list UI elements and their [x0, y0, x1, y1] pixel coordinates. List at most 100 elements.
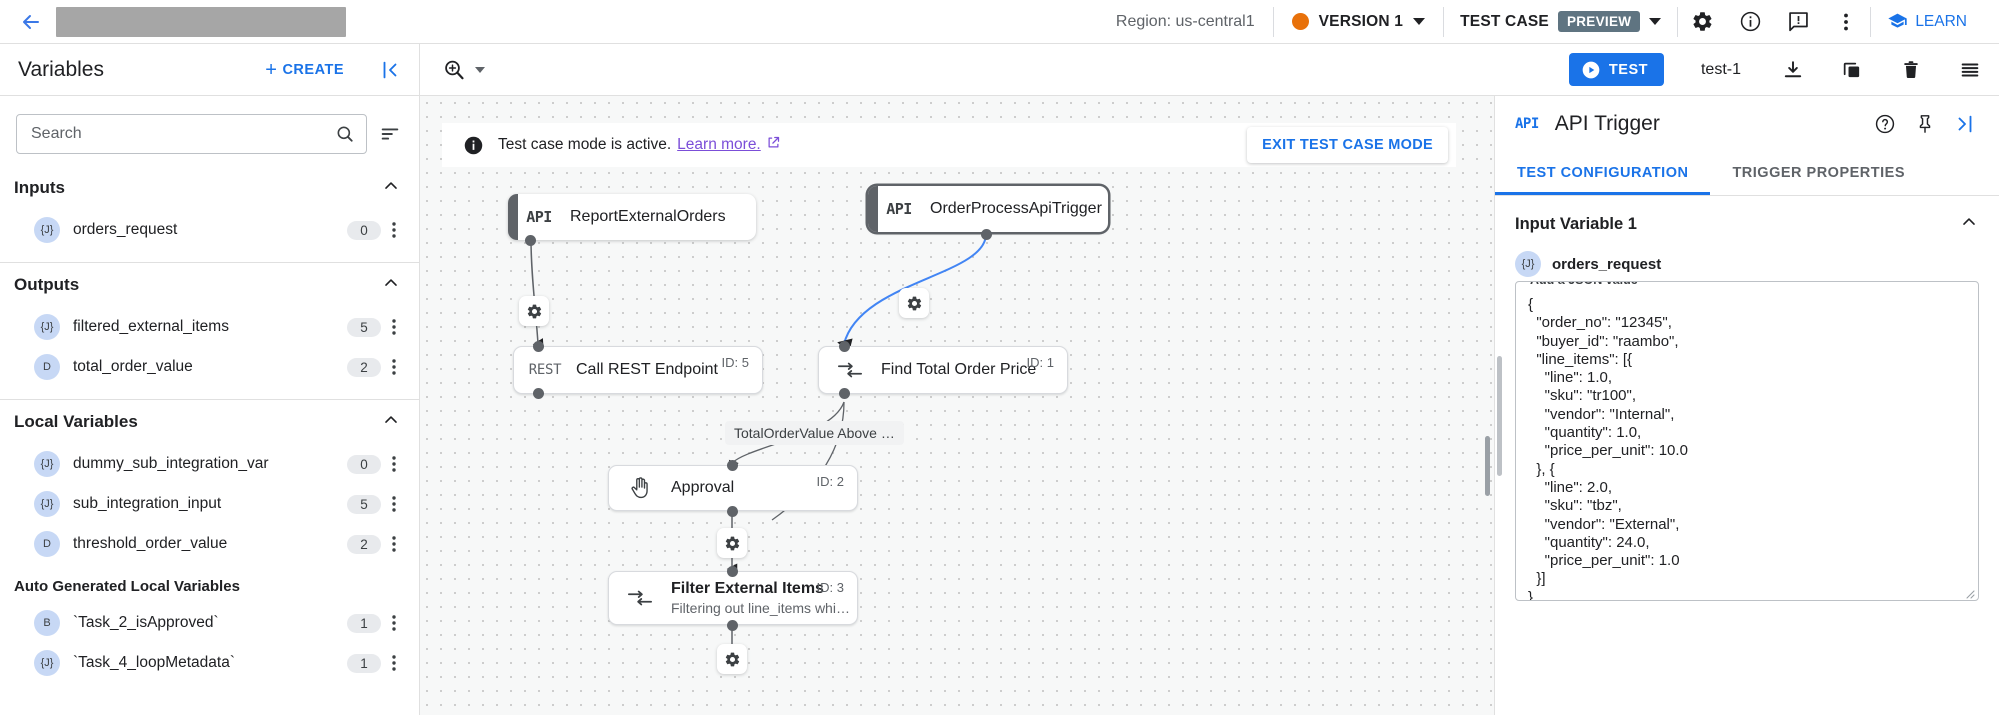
section-header-outputs[interactable]: Outputs	[0, 263, 419, 307]
variable-count: 2	[347, 357, 381, 377]
variables-sidebar: Inputs {J} orders_request 0 Outputs	[0, 96, 420, 715]
tab-test-configuration[interactable]: TEST CONFIGURATION	[1495, 151, 1710, 195]
search-box[interactable]	[16, 114, 367, 154]
copy-icon[interactable]	[1823, 44, 1881, 96]
learn-more-link[interactable]: Learn more.	[677, 136, 761, 153]
section-header-inputs[interactable]: Inputs	[0, 166, 419, 210]
test-case-selector[interactable]: TEST CASE PREVIEW	[1444, 11, 1677, 32]
node-output-port[interactable]	[525, 235, 536, 246]
more-vert-icon[interactable]	[381, 613, 407, 633]
sort-filter-icon[interactable]	[377, 123, 403, 145]
node-output-port[interactable]	[839, 388, 850, 399]
search-input[interactable]	[31, 125, 335, 143]
edge-gear-icon[interactable]	[717, 644, 747, 674]
divider	[0, 399, 419, 400]
edge-gear-icon[interactable]	[717, 528, 747, 558]
create-variable-button[interactable]: + CREATE	[265, 60, 360, 80]
node-order-process-api-trigger[interactable]: API OrderProcessApiTrigger	[868, 186, 1108, 232]
node-input-port[interactable]	[727, 460, 738, 471]
edge-gear-icon[interactable]	[519, 296, 549, 326]
help-icon[interactable]	[1865, 102, 1905, 146]
node-approval[interactable]: Approval ID: 2	[608, 465, 858, 511]
back-arrow-icon[interactable]	[14, 5, 48, 39]
edge-condition-label[interactable]: TotalOrderValue Above …	[725, 421, 904, 445]
list-item[interactable]: {J} `Task_4_loopMetadata` 1	[0, 643, 419, 683]
node-id-label: ID: 3	[816, 580, 844, 595]
pin-icon[interactable]	[1905, 102, 1945, 146]
json-value-text[interactable]: { "order_no": "12345", "buyer_id": "raam…	[1528, 296, 1688, 601]
flow-canvas[interactable]: Test case mode is active. Learn more. EX…	[420, 96, 1494, 715]
json-value-field[interactable]: Add a JSON value * { "order_no": "12345"…	[1515, 281, 1979, 601]
search-icon	[337, 126, 353, 142]
collapse-right-icon[interactable]	[1945, 102, 1985, 146]
panel-header: API API Trigger	[1495, 96, 1999, 151]
more-vert-icon[interactable]	[1822, 0, 1870, 44]
node-filter-external-items[interactable]: Filter External Items Filtering out line…	[608, 571, 858, 625]
variable-count: 1	[347, 613, 381, 633]
node-title: Call REST Endpoint	[576, 361, 718, 378]
resize-handle[interactable]	[1963, 586, 1975, 599]
node-output-port[interactable]	[727, 620, 738, 631]
chevron-up-icon	[381, 273, 401, 297]
more-vert-icon[interactable]	[381, 220, 407, 240]
test-button[interactable]: TEST	[1568, 53, 1664, 86]
node-title: OrderProcessApiTrigger	[930, 200, 1102, 217]
list-item[interactable]: {J} filtered_external_items 5	[0, 307, 419, 347]
panel-vertical-scrollbar[interactable]	[1497, 356, 1502, 476]
list-item[interactable]: B `Task_2_isApproved` 1	[0, 603, 419, 643]
list-item[interactable]: {J} orders_request 0	[0, 210, 419, 250]
edge-gear-icon[interactable]	[899, 288, 929, 318]
external-link-icon[interactable]	[766, 135, 781, 155]
variable-name: orders_request	[73, 221, 178, 238]
list-item[interactable]: D threshold_order_value 2	[0, 524, 419, 564]
list-item[interactable]: {J} sub_integration_input 5	[0, 484, 419, 524]
section-header-local-variables[interactable]: Local Variables	[0, 400, 419, 444]
version-selector[interactable]: VERSION 1	[1274, 13, 1444, 31]
node-body: Approval	[671, 479, 857, 497]
variable-type-badge: {J}	[34, 217, 60, 243]
learn-button[interactable]: LEARN	[1871, 11, 1985, 32]
more-vert-icon[interactable]	[381, 454, 407, 474]
more-vert-icon[interactable]	[381, 317, 407, 337]
variable-type-badge: {J}	[34, 314, 60, 340]
list-item[interactable]: {J} dummy_sub_integration_var 0	[0, 444, 419, 484]
input-variable-section-header[interactable]: Input Variable 1	[1515, 212, 1979, 237]
more-vert-icon[interactable]	[381, 357, 407, 377]
panel-tabs: TEST CONFIGURATION TRIGGER PROPERTIES	[1495, 151, 1999, 196]
node-output-port[interactable]	[727, 506, 738, 517]
more-vert-icon[interactable]	[381, 494, 407, 514]
collapse-left-icon[interactable]	[361, 59, 419, 81]
node-input-port[interactable]	[533, 341, 544, 352]
tab-trigger-properties[interactable]: TRIGGER PROPERTIES	[1732, 165, 1906, 181]
chevron-down-icon	[1413, 18, 1426, 25]
download-icon[interactable]	[1764, 44, 1822, 96]
node-call-rest-endpoint[interactable]: REST Call REST Endpoint ID: 5	[513, 346, 763, 394]
node-output-port[interactable]	[981, 229, 992, 240]
node-find-total-order-price[interactable]: Find Total Order Price ID: 1	[818, 346, 1068, 394]
version-status-dot	[1291, 13, 1309, 30]
info-filled-icon	[460, 135, 486, 156]
node-input-port[interactable]	[839, 341, 850, 352]
play-icon	[1582, 61, 1600, 78]
canvas-vertical-scrollbar[interactable]	[1485, 436, 1490, 496]
exit-test-case-mode-button[interactable]: EXIT TEST CASE MODE	[1247, 127, 1448, 163]
node-report-external-orders[interactable]: API ReportExternalOrders	[508, 194, 756, 240]
list-item[interactable]: D total_order_value 2	[0, 347, 419, 387]
api-icon: API	[526, 208, 552, 226]
node-output-port[interactable]	[533, 388, 544, 399]
json-field-label: Add a JSON value *	[1526, 282, 1651, 287]
delete-icon[interactable]	[1882, 44, 1940, 96]
more-vert-icon[interactable]	[381, 653, 407, 673]
sub-toolbar: Variables + CREATE TEST test-1	[0, 44, 1999, 96]
school-icon	[1888, 13, 1907, 28]
node-input-port[interactable]	[727, 566, 738, 577]
feedback-icon[interactable]	[1774, 0, 1822, 44]
zoom-control[interactable]	[420, 58, 505, 82]
gear-icon[interactable]	[1678, 0, 1726, 44]
api-trigger-panel: API API Trigger TEST CONFIGURATION TRIGG…	[1494, 96, 1999, 715]
node-title: Filter External Items	[671, 580, 824, 597]
logs-icon[interactable]	[1941, 44, 1999, 96]
info-icon[interactable]	[1726, 0, 1774, 44]
more-vert-icon[interactable]	[381, 534, 407, 554]
